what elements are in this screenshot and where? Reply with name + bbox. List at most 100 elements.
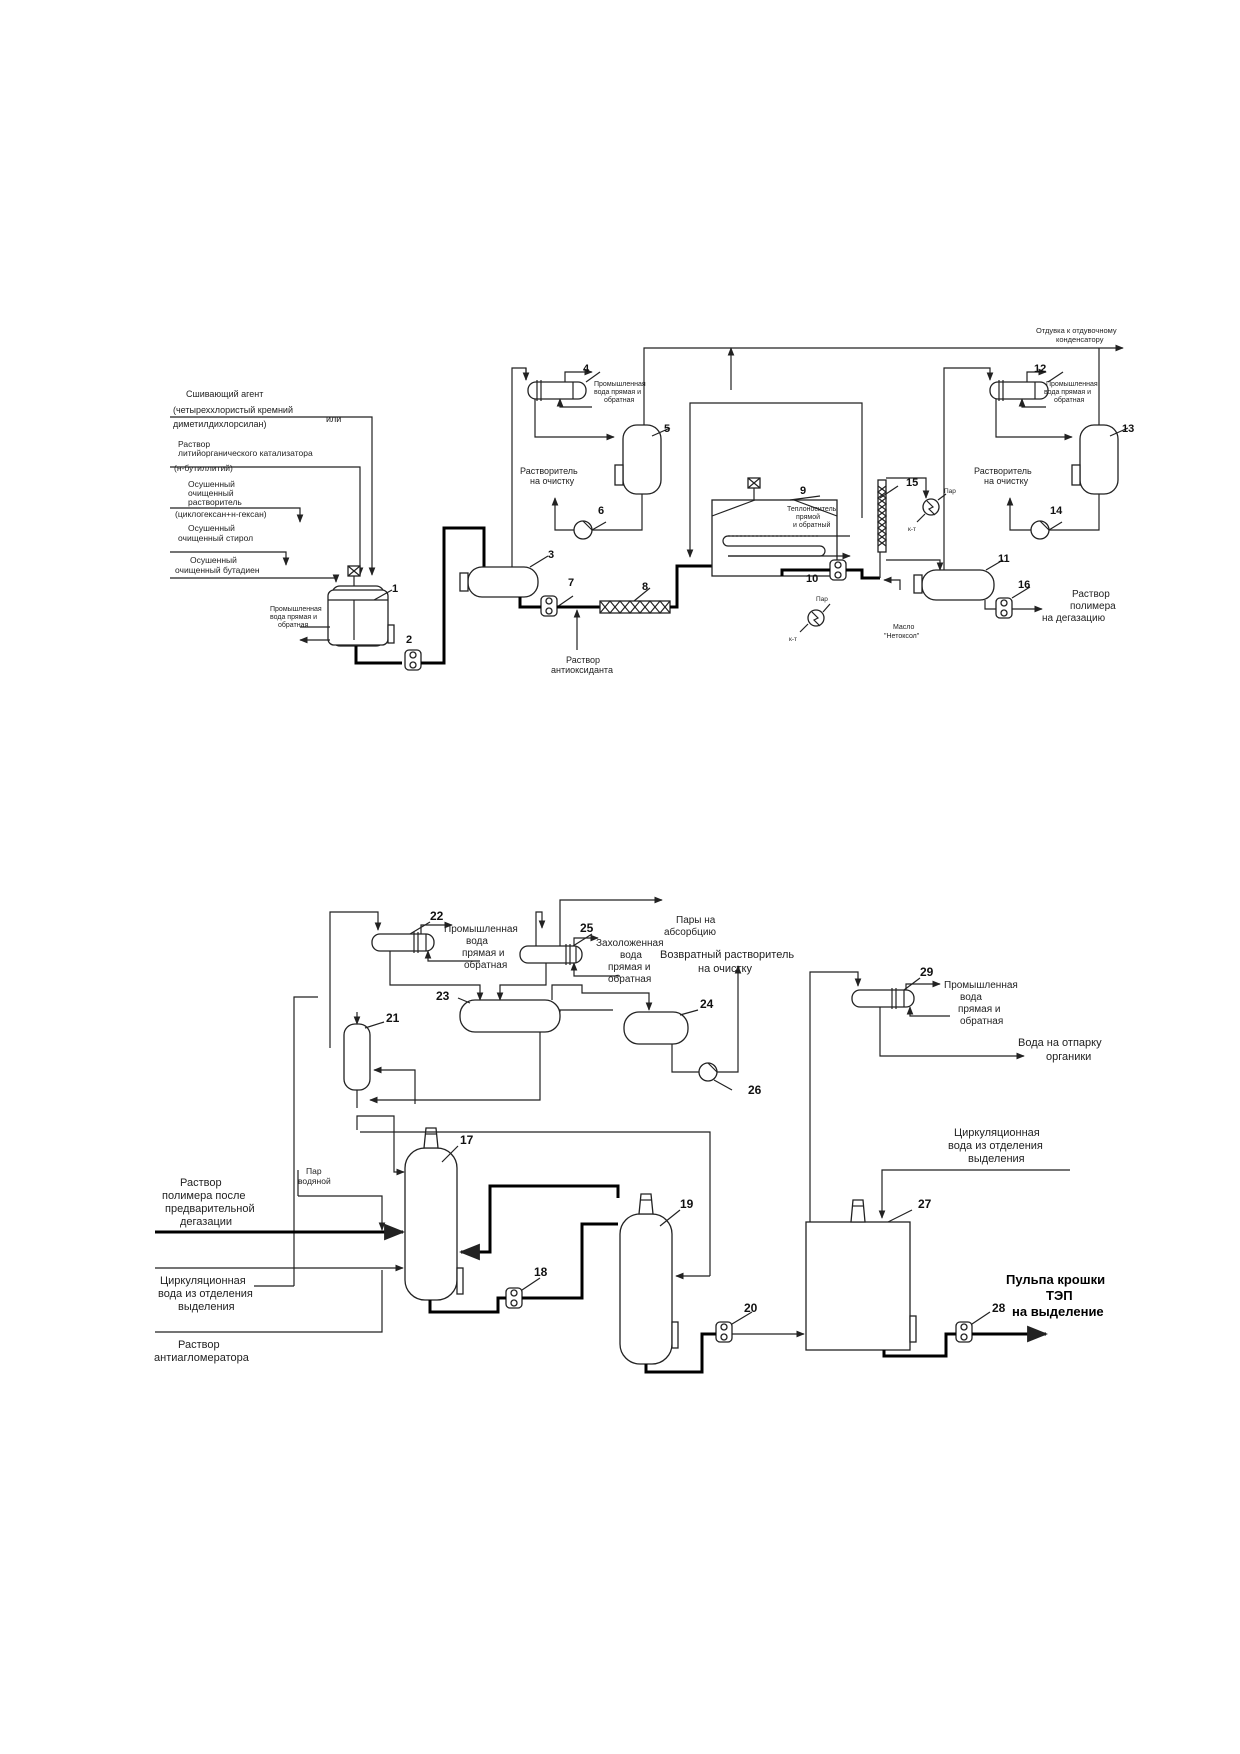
eq-number-29: 29 [920,965,934,979]
label-polymer-in-3: предварительной [165,1203,255,1215]
label-water-4b: вода прямая и [594,389,641,396]
label-circ-27b: вода из отделения [948,1140,1043,1152]
label-water-1: Промышленная [270,606,322,613]
label-vapors: Пары на [676,915,716,926]
label-cat: Раствор [178,439,210,449]
lower-labels: Промышленная вода прямая и обратная Пары… [154,915,1105,1364]
label-water-29d: обратная [960,1015,1003,1027]
label-heat-9: Теплоноситель [787,506,837,513]
condenser-12 [989,380,1049,401]
column-19 [619,1193,679,1365]
label-antiox-2: антиоксиданта [551,665,613,675]
condenser-25 [519,944,583,965]
label-chilled-3: прямая и [608,962,651,973]
label-solv-4: (циклогексан+н-гексан) [175,509,267,519]
eq-number-24: 24 [700,997,714,1011]
label-anti: Раствор [178,1339,220,1351]
label-strip: Вода на отпарку [1018,1037,1102,1049]
label-buta-2: очищенный бутадиен [175,565,260,575]
label-water-12b: вода прямая и [1044,389,1091,396]
condenser-4 [527,380,587,401]
eq-number-7: 7 [568,577,574,589]
label-cat-3: (н-бутиллитий) [174,463,233,473]
label-strip-2: органики [1046,1051,1091,1063]
label-anti-2: антиагломератора [154,1352,250,1364]
label-steam-a: Пар [816,596,828,603]
pump-16 [995,597,1013,619]
vessel-27 [805,1199,917,1351]
label-solv: Осушенный [188,479,235,489]
eq-number-9: 9 [800,485,806,497]
feed-lines [170,416,376,583]
eq-number-26: 26 [748,1083,762,1097]
pump-14 [1030,520,1050,540]
label-heat-9c: и обратный [793,521,830,529]
eq-number-25: 25 [580,921,594,935]
label-return-2: на очистку [698,963,752,975]
eq-number-5: 5 [664,423,670,435]
vessel-24 [623,1011,689,1045]
label-polymer-out-3: на дегазацию [1042,613,1106,624]
label-solv-2: очищенный [188,488,234,498]
eq-number-1: 1 [392,583,398,595]
label-styr-2: очищенный стирол [178,533,253,543]
label-water-29b: вода [960,992,982,1003]
eq-number-27: 27 [918,1197,932,1211]
pump-7 [540,595,558,617]
eq-number-16: 16 [1018,579,1030,591]
condenser-22 [371,932,435,953]
eq-number-28: 28 [992,1301,1006,1315]
vessel-3 [459,566,539,598]
vessel-9 [711,477,851,577]
label-vapors-2: абсорбцию [664,926,716,938]
label-solv-3: растворитель [188,497,242,507]
eq-number-23: 23 [436,989,450,1003]
label-steam: Пар [306,1166,322,1176]
eq-number-13: 13 [1122,423,1134,435]
label-buta: Осушенный [190,555,237,565]
label-polymer-in: Раствор [180,1177,222,1189]
upper-labels: Сшивающий агент (четыреххлористый кремни… [173,326,1117,675]
vessel-23 [457,997,561,1033]
pump-6 [573,520,593,540]
pump-20 [715,1321,733,1343]
label-chilled: Захоложенная [596,938,664,949]
label-agent-or: или [326,414,341,424]
label-circ-2: вода из отделения [158,1288,253,1300]
label-water-22: Промышленная [444,924,518,935]
label-circ: Циркуляционная [160,1275,246,1287]
label-cond-b: к-т [908,526,916,533]
label-circ-27c: выделения [968,1153,1025,1165]
label-polymer-out-2: полимера [1070,601,1116,612]
eq-number-8: 8 [642,581,648,593]
label-steam-2: водяной [298,1176,331,1186]
label-styr: Осушенный [188,523,235,533]
label-water-4c: обратная [604,396,634,404]
label-oil: Масло [893,624,914,631]
pump-28 [955,1321,973,1343]
pump-18 [505,1287,523,1309]
label-solvent-6: Растворитель [520,466,578,476]
eq-number-18: 18 [534,1265,548,1279]
label-pulp-2: ТЭП [1046,1288,1073,1303]
condenser-29 [851,988,915,1009]
label-chilled-4: обратная [608,973,651,985]
label-pulp-3: на выделение [1012,1304,1104,1319]
label-antiox: Раствор [566,655,600,665]
eq-number-15: 15 [906,477,918,489]
label-polymer-in-4: дегазации [180,1216,232,1228]
label-solvent-14b: на очистку [984,476,1029,486]
label-water-29: Промышленная [944,980,1018,991]
label-agent: Сшивающий агент [186,389,263,399]
label-water-22d: обратная [464,959,507,971]
mixer-8 [557,564,712,614]
label-agent-2: (четыреххлористый кремний [173,405,293,415]
label-water-12c: обратная [1054,396,1084,404]
label-water-22c: прямая и [462,948,505,959]
eq-number-22: 22 [430,909,444,923]
pump-10 [829,559,847,581]
label-water-1c: обратная [278,621,308,629]
eq-number-20: 20 [744,1301,758,1315]
upper-scheme [170,344,1129,671]
label-chilled-2: вода [620,950,642,961]
